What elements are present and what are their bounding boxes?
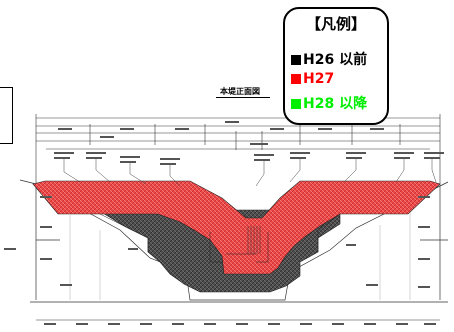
legend-label-h26: H26 以前 [303, 52, 368, 68]
legend-title: 【凡例】 [305, 15, 366, 33]
ground-outline [19, 179, 449, 303]
legend-swatch-green [291, 99, 301, 109]
bottom-dimension-line [36, 319, 440, 325]
cropped-left-annotation-box [0, 87, 13, 144]
legend-label-h27: H27 [303, 71, 335, 87]
dimension-ticks [58, 121, 384, 145]
legend-item-h28: H28 以降 [291, 93, 367, 113]
drawing-title-underline [216, 97, 270, 98]
legend-item-h27: H27 [291, 71, 334, 87]
section-h27 [32, 180, 441, 275]
legend-swatch-red [291, 74, 301, 84]
callout-text-marks [4, 152, 444, 288]
legend-label-h28: H28 以降 [303, 96, 368, 112]
spillway-columns [247, 226, 261, 254]
legend-box: 【凡例】 H26 以前 H27 H28 以降 [283, 7, 389, 125]
legend-item-h26: H26 以前 [291, 49, 367, 69]
drawing-title: 本堤正面図 [220, 87, 260, 96]
top-dimension-lines [35, 114, 441, 186]
callout-leaders [63, 158, 437, 187]
legend-swatch-black [291, 55, 301, 65]
